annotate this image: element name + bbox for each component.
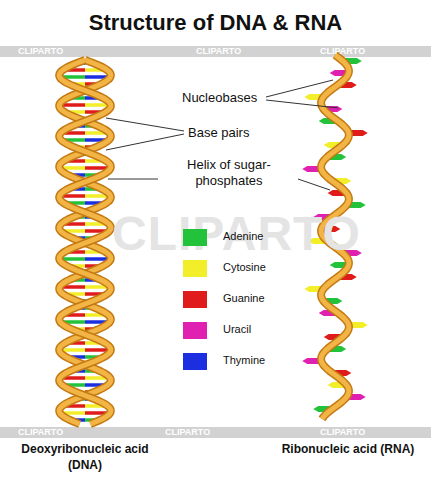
legend-swatch — [183, 260, 207, 277]
watermark: CLIPARTO — [165, 427, 210, 437]
legend-swatch — [183, 322, 207, 339]
rna-name: Ribonucleic acid (RNA) — [278, 441, 418, 457]
watermark: CLIPARTO — [320, 427, 365, 437]
legend-text: Guanine — [223, 292, 265, 304]
watermark-band — [0, 427, 431, 438]
legend-text: Thymine — [223, 354, 265, 366]
watermark-band — [0, 46, 431, 57]
watermark: CLIPARTO — [196, 46, 241, 56]
callout-label: Nucleobases — [182, 90, 257, 105]
dna-name: Deoxyribonucleic acid (DNA) — [5, 441, 165, 473]
watermark: CLIPARTO — [18, 46, 63, 56]
callout-label: Base pairs — [188, 125, 249, 140]
legend-swatch — [183, 229, 207, 246]
legend-text: Cytosine — [223, 261, 266, 273]
legend-swatch — [183, 353, 207, 370]
dna-double-helix — [59, 60, 111, 424]
legend-text: Uracil — [223, 323, 251, 335]
watermark: CLIPARTO — [18, 427, 63, 437]
legend-text: Adenine — [223, 230, 263, 242]
callout-label: Helix of sugar-phosphates — [162, 157, 296, 189]
watermark: CLIPARTO — [320, 46, 365, 56]
title: Structure of DNA & RNA — [0, 10, 431, 36]
leader-lines — [106, 80, 338, 190]
legend-swatch — [183, 291, 207, 308]
